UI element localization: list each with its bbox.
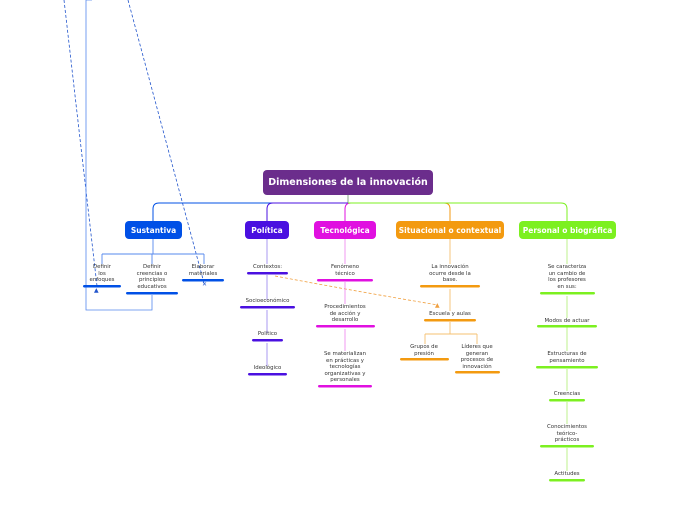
category-label: Política bbox=[251, 225, 283, 235]
connector-category-3 bbox=[348, 202, 451, 221]
category-label: Situacional o contextual bbox=[398, 225, 502, 235]
overflow-link-loop bbox=[85, 0, 153, 311]
item-situacional-1[interactable]: La innovación ocurre desde la base. bbox=[429, 264, 471, 284]
underline-personal-4 bbox=[549, 399, 585, 402]
underline-personal-6 bbox=[549, 479, 585, 482]
item-sustantiva-3[interactable]: Elaborar materiales bbox=[188, 264, 218, 277]
item-personal-3[interactable]: Estructuras de pensamiento bbox=[547, 351, 587, 364]
item-politica-2[interactable]: Socioeconómico bbox=[245, 298, 290, 304]
category-label: Tecnológica bbox=[320, 225, 370, 235]
item-politica-3[interactable]: Político bbox=[257, 331, 278, 337]
item-personal-2[interactable]: Modos de actuar bbox=[544, 318, 590, 324]
underline-situacional-2 bbox=[424, 319, 476, 322]
root-label: Dimensiones de la innovación bbox=[268, 177, 428, 188]
connector-sustantiva-items bbox=[101, 239, 205, 264]
item-personal-6[interactable]: Actitudes bbox=[554, 471, 580, 477]
underline-tecnologica-3 bbox=[318, 385, 372, 388]
category-tecnologica[interactable]: Tecnológica bbox=[314, 221, 376, 239]
underline-personal-5 bbox=[540, 445, 594, 448]
category-sustantiva[interactable]: Sustantiva bbox=[125, 221, 182, 239]
root-node[interactable]: Dimensiones de la innovación bbox=[263, 170, 433, 195]
connector-category-4 bbox=[348, 202, 568, 221]
overflow-link-right bbox=[127, 0, 205, 284]
connector-category-2 bbox=[344, 202, 352, 221]
item-personal-4[interactable]: Creencias bbox=[553, 391, 581, 397]
overflow-link-left bbox=[63, 0, 98, 287]
item-situacional-3[interactable]: Grupos de presión bbox=[410, 344, 438, 357]
item-tecnologica-2[interactable]: Procedimientos de acción y desarrollo bbox=[324, 304, 366, 324]
link-arrow-enfoques: ▲ bbox=[94, 287, 99, 294]
item-tecnologica-3[interactable]: Se materializan en prácticas y tecnologí… bbox=[324, 351, 366, 384]
underline-politica-2 bbox=[240, 306, 295, 309]
underline-personal-2 bbox=[537, 325, 597, 328]
item-politica-4[interactable]: Ideológico bbox=[253, 365, 282, 371]
category-label: Personal o biográfica bbox=[522, 225, 613, 235]
item-personal-1[interactable]: Se caracteriza un cambio de los profesor… bbox=[547, 264, 587, 290]
underline-personal-1 bbox=[540, 292, 595, 295]
item-sustantiva-1[interactable]: Definir los enfoques bbox=[89, 264, 115, 284]
connector-category-0 bbox=[152, 202, 348, 221]
item-situacional-2[interactable]: Escuela y aulas bbox=[429, 311, 471, 317]
underline-politica-3 bbox=[252, 339, 283, 342]
underline-personal-3 bbox=[536, 366, 598, 369]
underline-sustantiva-2 bbox=[126, 292, 178, 295]
item-tecnologica-1[interactable]: Fenómeno técnico bbox=[330, 264, 360, 277]
category-situacional[interactable]: Situacional o contextual bbox=[396, 221, 504, 239]
cross-link-arrow: ▲ bbox=[435, 302, 440, 309]
underline-situacional-3 bbox=[400, 358, 449, 361]
category-label: Sustantiva bbox=[130, 225, 177, 235]
underline-politica-1 bbox=[247, 272, 288, 275]
underline-politica-4 bbox=[248, 373, 287, 376]
link-arrow-materiales: ✕ bbox=[202, 281, 207, 288]
underline-tecnologica-1 bbox=[317, 279, 373, 282]
category-personal[interactable]: Personal o biográfica bbox=[519, 221, 616, 239]
underline-situacional-1 bbox=[420, 285, 480, 288]
underline-situacional-4 bbox=[455, 371, 500, 374]
connector-category-1 bbox=[266, 202, 348, 221]
category-politica[interactable]: Política bbox=[245, 221, 289, 239]
connector-situacional-items bbox=[424, 239, 478, 344]
underline-sustantiva-3 bbox=[182, 279, 224, 282]
underline-sustantiva-1 bbox=[83, 285, 121, 288]
item-personal-5[interactable]: Conocimientos teórico- prácticos bbox=[547, 424, 587, 444]
item-situacional-4[interactable]: Líderes que generan procesos de innovaci… bbox=[460, 344, 494, 370]
item-politica-1[interactable]: Contextos: bbox=[252, 264, 283, 270]
item-sustantiva-2[interactable]: Definir creencias o principios educativo… bbox=[136, 264, 168, 290]
underline-tecnologica-2 bbox=[316, 325, 375, 328]
cross-link-contextos-escuela bbox=[274, 275, 439, 306]
